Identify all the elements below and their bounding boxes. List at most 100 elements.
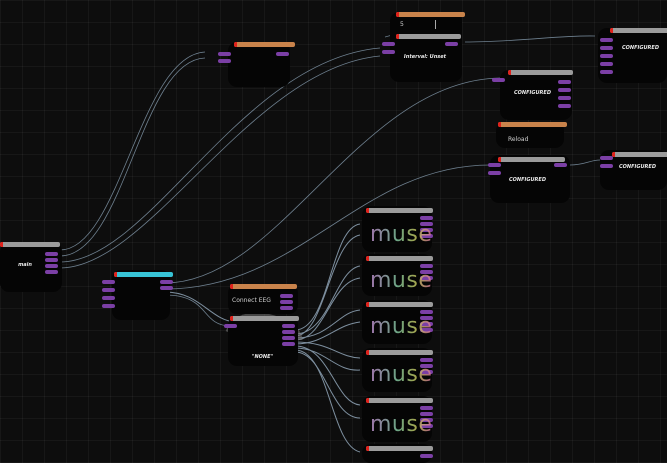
port[interactable] xyxy=(282,324,295,328)
connect-eeg-node-header[interactable] xyxy=(230,284,297,289)
port[interactable] xyxy=(282,342,295,346)
port[interactable] xyxy=(45,252,58,256)
port[interactable] xyxy=(600,70,613,74)
port[interactable] xyxy=(280,294,293,298)
configured-node-mid-header[interactable] xyxy=(508,70,573,75)
muse-node[interactable]: muse xyxy=(362,300,433,344)
port[interactable] xyxy=(45,258,58,262)
port[interactable] xyxy=(382,50,395,54)
port[interactable] xyxy=(218,52,231,56)
port[interactable] xyxy=(45,264,58,268)
port[interactable] xyxy=(224,324,237,328)
port[interactable] xyxy=(558,88,571,92)
configured-node-top-right[interactable]: CONFIGURED xyxy=(598,28,667,83)
main-node[interactable]: main xyxy=(0,242,62,292)
port[interactable] xyxy=(445,42,458,46)
configured-node-right-header[interactable] xyxy=(612,152,667,157)
muse-node-header[interactable] xyxy=(366,208,433,213)
muse-node[interactable]: muse xyxy=(362,348,433,392)
port[interactable] xyxy=(558,80,571,84)
muse-node-header[interactable] xyxy=(366,350,433,355)
muse-node-header[interactable] xyxy=(366,302,433,307)
port[interactable] xyxy=(420,370,433,374)
port[interactable] xyxy=(218,59,231,63)
port[interactable] xyxy=(488,163,501,167)
port[interactable] xyxy=(600,156,613,160)
port[interactable] xyxy=(558,104,571,108)
port[interactable] xyxy=(420,316,433,320)
port[interactable] xyxy=(420,322,433,326)
muse-node[interactable]: muse xyxy=(362,396,433,442)
port[interactable] xyxy=(102,304,115,308)
port[interactable] xyxy=(420,222,433,226)
port[interactable] xyxy=(420,328,433,332)
stream-node[interactable] xyxy=(102,270,173,320)
interval-value-field[interactable]: 5 xyxy=(400,21,404,28)
port[interactable] xyxy=(420,228,433,232)
port[interactable] xyxy=(420,418,433,422)
port[interactable] xyxy=(420,276,433,280)
port[interactable] xyxy=(420,358,433,362)
port[interactable] xyxy=(420,424,433,428)
port[interactable] xyxy=(102,296,115,300)
port[interactable] xyxy=(280,306,293,310)
port[interactable] xyxy=(558,96,571,100)
port[interactable] xyxy=(382,42,395,46)
port[interactable] xyxy=(600,38,613,42)
connect-eeg-button[interactable]: Connect EEG xyxy=(232,297,271,304)
port[interactable] xyxy=(102,288,115,292)
none-node[interactable]: "NONE" xyxy=(224,316,299,366)
muse-node[interactable]: muse xyxy=(362,206,433,252)
port[interactable] xyxy=(420,264,433,268)
configured-node-left[interactable]: CONFIGURED xyxy=(488,155,570,203)
configured-node-top-right-header[interactable] xyxy=(610,28,667,33)
stream-node-header[interactable] xyxy=(114,272,173,277)
port[interactable] xyxy=(420,454,433,458)
port[interactable] xyxy=(420,270,433,274)
port[interactable] xyxy=(282,336,295,340)
timer-node[interactable] xyxy=(218,42,295,87)
port[interactable] xyxy=(600,46,613,50)
interval-node[interactable]: 5 Interval: Unset xyxy=(382,12,465,82)
port[interactable] xyxy=(420,216,433,220)
port[interactable] xyxy=(420,310,433,314)
muse-logo: muse xyxy=(370,314,433,339)
configured-node-mid[interactable]: CONFIGURED xyxy=(492,70,573,120)
reload-button[interactable]: Reload xyxy=(508,136,529,143)
interval-subheader[interactable] xyxy=(396,34,461,39)
configured-node-right[interactable]: CONFIGURED xyxy=(600,150,667,190)
port[interactable] xyxy=(600,54,613,58)
port[interactable] xyxy=(492,78,505,82)
port[interactable] xyxy=(160,286,173,290)
port[interactable] xyxy=(554,163,567,167)
none-node-header[interactable] xyxy=(230,316,299,321)
main-node-header[interactable] xyxy=(0,242,60,247)
port[interactable] xyxy=(102,280,115,284)
interval-node-title: Interval: Unset xyxy=(403,54,447,60)
port[interactable] xyxy=(600,164,613,168)
port[interactable] xyxy=(420,364,433,368)
muse-node[interactable]: muse xyxy=(362,254,433,296)
configured-node-left-header[interactable] xyxy=(498,157,565,162)
port[interactable] xyxy=(420,412,433,416)
configured-title: CONFIGURED xyxy=(514,90,551,96)
port[interactable] xyxy=(282,330,295,334)
connect-eeg-node[interactable]: Connect EEG xyxy=(228,284,298,314)
port[interactable] xyxy=(420,234,433,238)
muse-node[interactable] xyxy=(362,444,433,463)
port[interactable] xyxy=(420,406,433,410)
port[interactable] xyxy=(160,280,173,284)
port[interactable] xyxy=(45,270,58,274)
muse-node-header[interactable] xyxy=(366,256,433,261)
port[interactable] xyxy=(600,62,613,66)
muse-node-header[interactable] xyxy=(366,446,433,451)
port[interactable] xyxy=(280,300,293,304)
interval-node-header[interactable] xyxy=(396,12,465,17)
reload-node[interactable]: Reload xyxy=(496,122,567,148)
port[interactable] xyxy=(488,171,501,175)
reload-node-header[interactable] xyxy=(498,122,567,127)
muse-node-header[interactable] xyxy=(366,398,433,403)
timer-node-header[interactable] xyxy=(234,42,295,47)
port[interactable] xyxy=(276,52,289,56)
